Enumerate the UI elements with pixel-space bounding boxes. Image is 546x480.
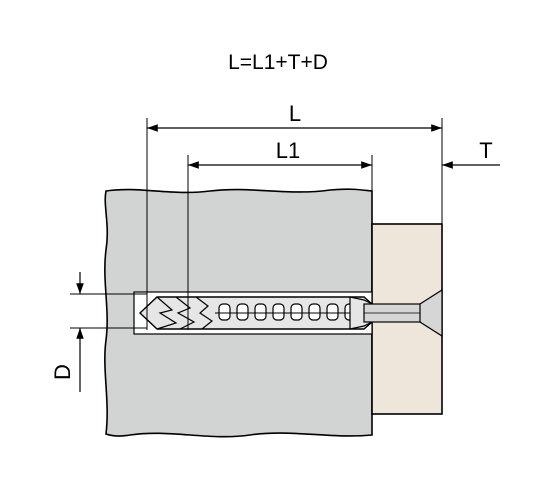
label-D: D (50, 364, 75, 380)
label-L: L (289, 101, 301, 126)
extension-lines (70, 118, 443, 330)
formula: L=L1+T+D (228, 51, 328, 74)
screw (363, 288, 443, 338)
anchor (138, 296, 373, 330)
label-T: T (479, 138, 492, 163)
label-L1: L1 (276, 138, 300, 163)
